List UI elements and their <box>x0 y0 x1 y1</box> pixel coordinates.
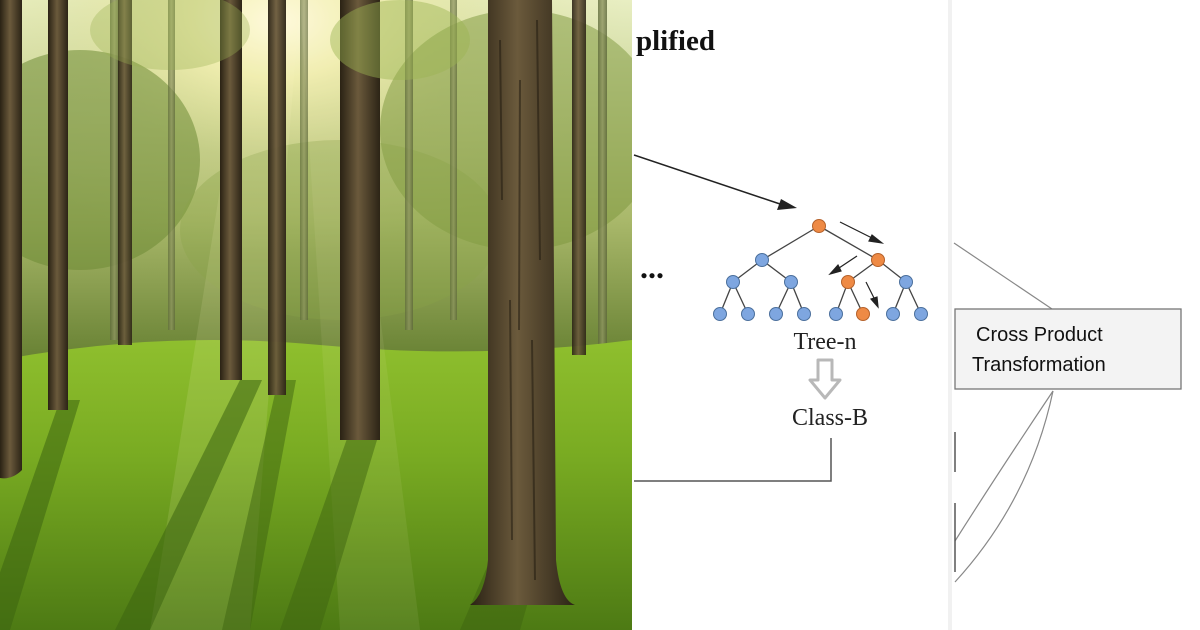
tree-node <box>841 275 855 289</box>
class-connector <box>634 438 832 482</box>
tree-node <box>769 307 783 321</box>
tree-node <box>871 253 885 267</box>
cross-product-label-line1: Cross Product <box>976 324 1103 346</box>
tree-node <box>856 307 870 321</box>
tree-ellipsis: ... <box>640 249 664 285</box>
cross-product-box <box>954 308 1182 390</box>
down-arrow-icon <box>808 358 842 400</box>
decision-path-arrows <box>828 221 885 309</box>
connector-line <box>953 242 1053 310</box>
tree-node <box>914 307 928 321</box>
connector-curve <box>954 390 1054 542</box>
tree-node <box>829 307 843 321</box>
cross-product-label-line2: Transformation <box>972 354 1106 376</box>
tree-node <box>812 219 826 233</box>
tree-nodes <box>713 219 928 321</box>
class-label: Class-B <box>792 405 868 431</box>
tree-node <box>886 307 900 321</box>
connector-curve <box>954 390 1054 583</box>
tree-node <box>797 307 811 321</box>
forest-photo <box>0 0 632 630</box>
tree-node <box>784 275 798 289</box>
tree-node <box>755 253 769 267</box>
input-arrow <box>633 154 784 206</box>
tree-node <box>899 275 913 289</box>
tree-label: Tree-n <box>793 329 856 355</box>
diagram-heading: plified <box>636 25 715 57</box>
tree-node <box>741 307 755 321</box>
input-arrowhead <box>777 199 797 210</box>
tree-node <box>726 275 740 289</box>
tree-node <box>713 307 727 321</box>
